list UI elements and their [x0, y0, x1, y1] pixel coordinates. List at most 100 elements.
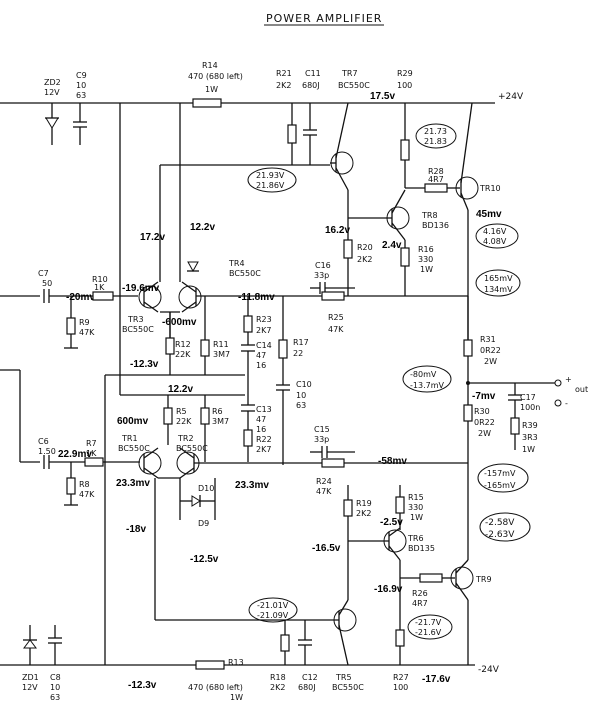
- svg-text:R24: R24: [316, 477, 332, 486]
- svg-text:TR10: TR10: [479, 184, 501, 193]
- svg-text:47: 47: [256, 415, 266, 424]
- svg-text:2W: 2W: [484, 357, 497, 366]
- tr4-transistor: [178, 281, 230, 313]
- svg-text:TR6: TR6: [407, 534, 424, 543]
- svg-text:1W: 1W: [522, 445, 535, 454]
- svg-text:-21.7V: -21.7V: [415, 618, 442, 627]
- svg-text:-21.6V: -21.6V: [415, 628, 442, 637]
- svg-text:-80mV: -80mV: [410, 370, 437, 379]
- r23-resistor: R23 2K7: [243, 296, 272, 345]
- svg-text:C14: C14: [256, 341, 272, 350]
- svg-text:R30: R30: [474, 407, 490, 416]
- svg-text:R26: R26: [412, 589, 428, 598]
- svg-text:R8: R8: [79, 480, 90, 489]
- svg-text:D10: D10: [198, 484, 214, 493]
- r15-resistor: R15 330 1W: [395, 485, 424, 530]
- svg-text:1W: 1W: [420, 265, 433, 274]
- svg-text:BD135: BD135: [408, 544, 435, 553]
- svg-text:1K: 1K: [94, 283, 105, 292]
- svg-text:1W: 1W: [410, 513, 423, 522]
- d9-diode: D9: [198, 519, 209, 528]
- r14-resistor: R14 470 (680 left) 1W: [188, 61, 243, 108]
- svg-text:R21: R21: [276, 69, 292, 78]
- c10-capacitor: C10 10 63: [276, 380, 312, 465]
- svg-text:-11.8mv: -11.8mv: [238, 292, 275, 303]
- c8-capacitor: C8 10 63: [48, 625, 62, 702]
- svg-text:C16: C16: [315, 261, 331, 270]
- svg-text:-16.5v: -16.5v: [312, 543, 341, 554]
- svg-text:-2.58V: -2.58V: [485, 518, 515, 528]
- svg-text:100n: 100n: [520, 403, 540, 412]
- svg-text:4R7: 4R7: [428, 175, 444, 184]
- svg-text:out: out: [575, 385, 588, 394]
- svg-text:23.3mv: 23.3mv: [235, 480, 269, 491]
- r5-resistor: R5 22K: [163, 395, 192, 445]
- svg-text:63: 63: [296, 401, 306, 410]
- svg-text:165mV: 165mV: [484, 274, 513, 283]
- c6-capacitor: C6 1.50: [38, 437, 56, 469]
- svg-text:2K2: 2K2: [276, 81, 291, 90]
- c13-capacitor: C13 47 16: [241, 375, 272, 434]
- svg-text:-157mV: -157mV: [484, 469, 516, 478]
- r7-resistor: R7 1K: [84, 439, 104, 467]
- svg-text:C17: C17: [520, 393, 536, 402]
- svg-text:C12: C12: [302, 673, 318, 682]
- svg-text:C10: C10: [296, 380, 312, 389]
- svg-text:C13: C13: [256, 405, 272, 414]
- r24-resistor: R24 47K: [316, 458, 345, 496]
- svg-text:C15: C15: [314, 425, 330, 434]
- svg-text:R29: R29: [397, 69, 413, 78]
- svg-text:TR9: TR9: [475, 575, 492, 584]
- r10-resistor: R10 1K: [92, 275, 114, 301]
- svg-text:680J: 680J: [298, 683, 316, 692]
- svg-text:R7: R7: [86, 439, 97, 448]
- svg-text:2K2: 2K2: [270, 683, 285, 692]
- svg-text:R6: R6: [212, 407, 223, 416]
- svg-text:TR8: TR8: [421, 211, 438, 220]
- svg-text:BC550C: BC550C: [229, 269, 261, 278]
- svg-text:R14: R14: [202, 61, 218, 70]
- svg-text:17.2v: 17.2v: [140, 232, 165, 243]
- svg-text:10: 10: [296, 391, 306, 400]
- note-bubble-6: -157mV -165mV: [477, 463, 529, 493]
- svg-text:0R22: 0R22: [480, 346, 501, 355]
- svg-text:-21.01V: -21.01V: [257, 601, 289, 610]
- svg-text:2K2: 2K2: [357, 255, 372, 264]
- svg-text:4.08V: 4.08V: [483, 237, 507, 246]
- svg-text:1K: 1K: [86, 449, 97, 458]
- svg-text:3M7: 3M7: [212, 417, 229, 426]
- svg-text:134mV: 134mV: [484, 285, 513, 294]
- svg-text:TR2: TR2: [177, 434, 194, 443]
- svg-text:-2.5v: -2.5v: [380, 517, 403, 528]
- svg-text:1W: 1W: [230, 693, 243, 702]
- svg-text:R12: R12: [175, 340, 191, 349]
- svg-text:-12.5v: -12.5v: [190, 554, 219, 565]
- svg-text:680J: 680J: [302, 81, 320, 90]
- r19-resistor: R19 2K2: [343, 485, 372, 600]
- svg-text:3M7: 3M7: [213, 350, 230, 359]
- svg-text:R17: R17: [293, 338, 309, 347]
- tr1-transistor: TR1 BC550C: [118, 434, 162, 479]
- svg-text:50: 50: [42, 279, 52, 288]
- svg-text:12V: 12V: [22, 683, 38, 692]
- svg-text:-18v: -18v: [126, 524, 146, 535]
- svg-text:10: 10: [50, 683, 60, 692]
- svg-text:R10: R10: [92, 275, 108, 284]
- svg-text:17.5v: 17.5v: [370, 91, 395, 102]
- svg-text:ZD1: ZD1: [22, 673, 39, 682]
- svg-text:BD136: BD136: [422, 221, 449, 230]
- svg-text:-: -: [565, 399, 568, 408]
- svg-text:R13: R13: [228, 658, 244, 667]
- tr7-transistor: TR7 BC550C: [330, 69, 370, 225]
- svg-text:23.3mv: 23.3mv: [116, 478, 150, 489]
- svg-text:TR4: TR4: [228, 259, 245, 268]
- r6-resistor: R6 3M7: [200, 395, 229, 462]
- svg-text:100: 100: [393, 683, 408, 692]
- svg-text:-13.7mV: -13.7mV: [410, 381, 444, 390]
- c17-capacitor: C17 100n: [508, 383, 540, 418]
- svg-text:-17.6v: -17.6v: [422, 674, 451, 685]
- svg-text:4R7: 4R7: [412, 599, 428, 608]
- svg-text:470 (680 left): 470 (680 left): [188, 683, 243, 692]
- svg-text:33p: 33p: [314, 271, 329, 280]
- svg-text:47K: 47K: [328, 325, 344, 334]
